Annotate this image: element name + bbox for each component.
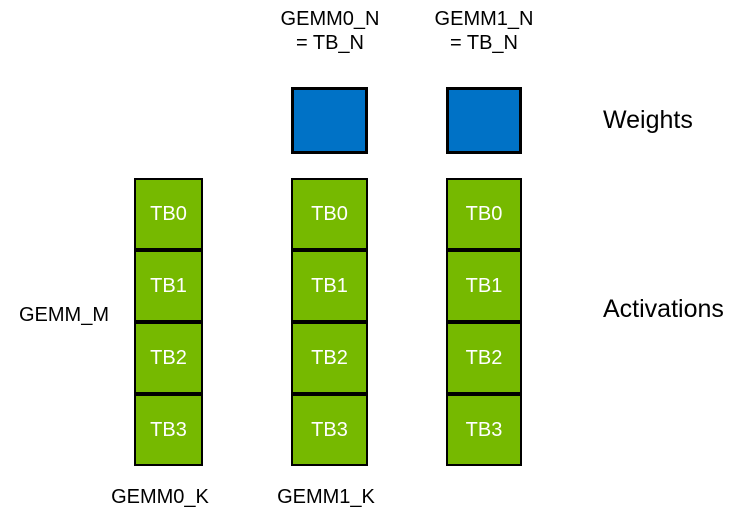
label-weights: Weights [603, 106, 693, 134]
label-gemm-m: GEMM_M [19, 304, 109, 326]
tb-block: TB0 [291, 178, 368, 250]
activation-column-gemm0-input: TB0 TB1 TB2 TB3 [134, 178, 203, 466]
tb-block: TB2 [291, 322, 368, 394]
label-gemm0-n: GEMM0_N = TB_N [230, 7, 430, 55]
tb-block: TB0 [446, 178, 522, 250]
tb-block: TB0 [134, 178, 203, 250]
weight-block-gemm0 [291, 87, 368, 154]
tb-block: TB2 [134, 322, 203, 394]
tb-block: TB1 [134, 250, 203, 322]
weight-block-gemm1 [446, 87, 522, 154]
label-gemm1-k: GEMM1_K [277, 486, 375, 508]
tb-block: TB3 [446, 394, 522, 466]
label-gemm1-n-line2: = TB_N [450, 32, 518, 54]
label-activations: Activations [603, 295, 724, 323]
tb-block: TB3 [134, 394, 203, 466]
label-gemm1-n-line1: GEMM1_N [434, 8, 534, 30]
tb-block: TB1 [446, 250, 522, 322]
tb-block: TB2 [446, 322, 522, 394]
label-gemm0-n-line1: GEMM0_N [280, 8, 380, 30]
tb-block: TB1 [291, 250, 368, 322]
activation-column-gemm1-output: TB0 TB1 TB2 TB3 [446, 178, 522, 466]
label-gemm0-k: GEMM0_K [111, 486, 209, 508]
activation-column-gemm0-output: TB0 TB1 TB2 TB3 [291, 178, 368, 466]
tb-block: TB3 [291, 394, 368, 466]
label-gemm0-n-line2: = TB_N [296, 32, 364, 54]
label-gemm1-n: GEMM1_N = TB_N [384, 7, 584, 55]
